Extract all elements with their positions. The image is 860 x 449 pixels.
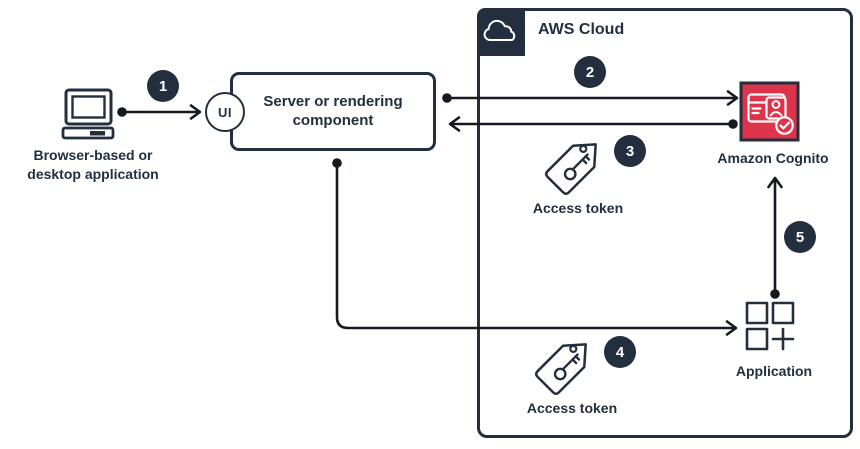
step-badge-4: 4: [604, 336, 636, 368]
access-token-bottom-label: Access token: [526, 400, 618, 416]
access-token-top-label: Access token: [532, 200, 624, 216]
cloud-icon: [483, 19, 516, 41]
application-label: Application: [735, 363, 813, 379]
step-badge-5: 5: [784, 221, 816, 253]
cognito-label: Amazon Cognito: [717, 150, 829, 166]
aws-cloud-title: AWS Cloud: [538, 21, 625, 38]
step-badge-3: 3: [614, 135, 646, 167]
ui-badge: UI: [205, 92, 245, 132]
desktop-computer-icon: [61, 88, 115, 140]
step-badge-1: 1: [147, 70, 179, 102]
aws-cloud-icon: [477, 8, 525, 56]
browser-app-label: Browser-based or desktop application: [27, 147, 159, 182]
step-badge-2: 2: [574, 56, 606, 88]
server-node: Server or rendering component: [230, 72, 436, 151]
flow-arrow-1: [117, 104, 202, 120]
server-node-label: Server or rendering component: [263, 92, 403, 129]
ui-badge-label: UI: [218, 104, 232, 120]
